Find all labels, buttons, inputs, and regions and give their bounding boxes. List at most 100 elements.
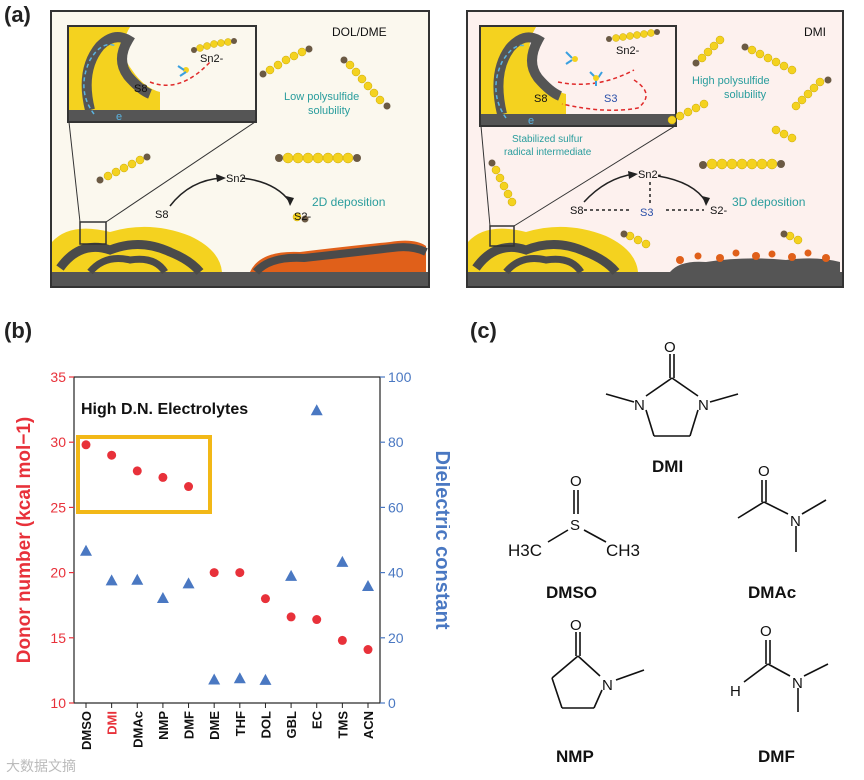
path-sn-label: Sn2-	[226, 173, 250, 185]
donor-number-point	[260, 594, 270, 604]
y-axis-right-label: Dielectric constant	[431, 451, 450, 630]
path-s2-label-r: S2-	[710, 205, 727, 217]
x-tick-label: DMF	[182, 711, 197, 739]
dielectric-constant-point	[156, 592, 169, 604]
x-tick-label: DMI	[105, 711, 120, 735]
dmf-n-atom: N	[792, 675, 803, 692]
x-tick-label: GBL	[284, 711, 299, 739]
dielectric-constant-point	[233, 672, 246, 684]
donor-number-point	[81, 440, 91, 450]
inset-sn-label-r: Sn2-	[616, 45, 640, 57]
panel-c-label: (c)	[470, 318, 497, 343]
x-tick-label: TMS	[335, 711, 350, 739]
dielectric-constant-point	[208, 673, 221, 685]
panel-b-label: (b)	[4, 318, 33, 343]
x-tick-label: EC	[310, 710, 325, 729]
x-tick-label: DOL	[258, 711, 273, 739]
dielectric-constant-point	[285, 569, 298, 581]
high-solubility-line1: High polysulfide	[692, 75, 770, 87]
y-left-tick-label: 35	[50, 369, 66, 385]
x-tick-label: NMP	[156, 711, 171, 740]
x-tick-label: ACN	[361, 711, 376, 739]
y-right-tick-label: 100	[388, 369, 412, 385]
y-right-tick-label: 40	[388, 565, 404, 581]
nmp-n-atom: N	[602, 677, 613, 694]
molecule-structures: O N N O S H3C CH3 O N O N O N H DMI DMSO…	[508, 339, 829, 766]
y-axis-left-label: Donor number (kcal mol−1)	[14, 417, 35, 664]
donor-number-point	[209, 568, 219, 578]
dielectric-constant-point	[362, 579, 374, 591]
dielectric-constant-point	[310, 404, 323, 416]
high-dn-highlight-box	[76, 435, 212, 514]
highlight-label: High D.N. Electrolytes	[81, 401, 248, 418]
donor-number-point	[312, 615, 322, 625]
y-right-tick-label: 0	[388, 695, 396, 711]
dmi-title: DMI	[804, 25, 826, 39]
radical-line2: radical intermediate	[504, 147, 592, 158]
donor-number-point	[158, 472, 168, 482]
inset-s8-label: S8	[134, 83, 147, 95]
inset-sn-label: Sn2-	[200, 53, 224, 65]
inset-s8-label-r: S8	[534, 93, 547, 105]
y-left-tick-label: 10	[50, 695, 66, 711]
dielectric-constant-point	[182, 577, 195, 589]
x-tick-label: THF	[233, 711, 248, 736]
dmso-s-atom: S	[570, 517, 580, 534]
dmf-o-atom: O	[760, 623, 772, 640]
dmso-o-atom: O	[570, 473, 582, 490]
donor-number-point	[363, 645, 373, 655]
donor-number-point	[235, 568, 245, 578]
y-left-tick-label: 15	[50, 630, 66, 646]
y-right-tick-label: 20	[388, 630, 404, 646]
dol-dme-title: DOL/DME	[332, 25, 387, 39]
dmac-name: DMAc	[748, 583, 796, 602]
inset-e-label: e	[116, 111, 122, 123]
donor-number-point	[337, 635, 347, 645]
donor-number-point	[107, 450, 117, 460]
dielectric-constant-point	[259, 673, 272, 685]
dielectric-constant-point	[105, 574, 118, 586]
panel-a-right-schematic: S8 Sn2- S3 e S8 Sn2- S3 S2- DMI High pol…	[466, 10, 844, 288]
nmp-name: NMP	[556, 747, 594, 766]
path-sn-label-r: Sn2-	[638, 169, 662, 181]
dmi-n1-atom: N	[634, 397, 645, 414]
path-s2-label: S2-	[294, 211, 311, 223]
path-s3-label-r: S3	[640, 207, 653, 219]
dielectric-constant-point	[131, 573, 144, 585]
donor-number-point	[132, 466, 142, 476]
y-left-tick-label: 30	[50, 434, 66, 450]
watermark: 大数据文摘	[6, 759, 76, 775]
dmi-o-atom: O	[664, 339, 676, 356]
dmi-n2-atom: N	[698, 397, 709, 414]
y-left-tick-label: 20	[50, 565, 66, 581]
y-right-tick-label: 60	[388, 499, 404, 515]
dielectric-constant-point	[336, 555, 349, 567]
dmf-name: DMF	[758, 747, 795, 766]
path-s8-label-r: S8	[570, 205, 583, 217]
inset-e-label-r: e	[528, 115, 534, 127]
dmso-ch3-group: CH3	[606, 541, 640, 560]
low-solubility-line2: solubility	[308, 105, 351, 117]
high-solubility-line2: solubility	[724, 89, 767, 101]
inset-s3-label-r: S3	[604, 93, 617, 105]
dielectric-constant-point	[80, 544, 92, 556]
low-solubility-line1: Low polysulfide	[284, 91, 359, 103]
path-s8-label: S8	[155, 209, 168, 221]
deposition-2d-label: 2D deposition	[312, 195, 385, 209]
panel-a-label: (a)	[4, 2, 31, 27]
dmf-h-atom: H	[730, 683, 741, 700]
x-tick-label: DMSO	[79, 711, 94, 750]
y-right-tick-label: 80	[388, 434, 404, 450]
nmp-o-atom: O	[570, 617, 582, 634]
radical-line1: Stabilized sulfur	[512, 134, 583, 145]
x-tick-label: DMAc	[130, 711, 145, 748]
donor-number-point	[286, 612, 296, 622]
y-left-tick-label: 25	[50, 499, 66, 515]
deposition-3d-label: 3D deposition	[732, 195, 805, 209]
x-tick-label: DME	[207, 711, 222, 740]
panel-a-left-schematic: S8 Sn2- e S8 Sn2- S2- DOL/DME Low polysu…	[50, 10, 430, 288]
donor-number-point	[184, 482, 194, 492]
dmso-name: DMSO	[546, 583, 597, 602]
dmac-o-atom: O	[758, 463, 770, 480]
dmac-n-atom: N	[790, 513, 801, 530]
